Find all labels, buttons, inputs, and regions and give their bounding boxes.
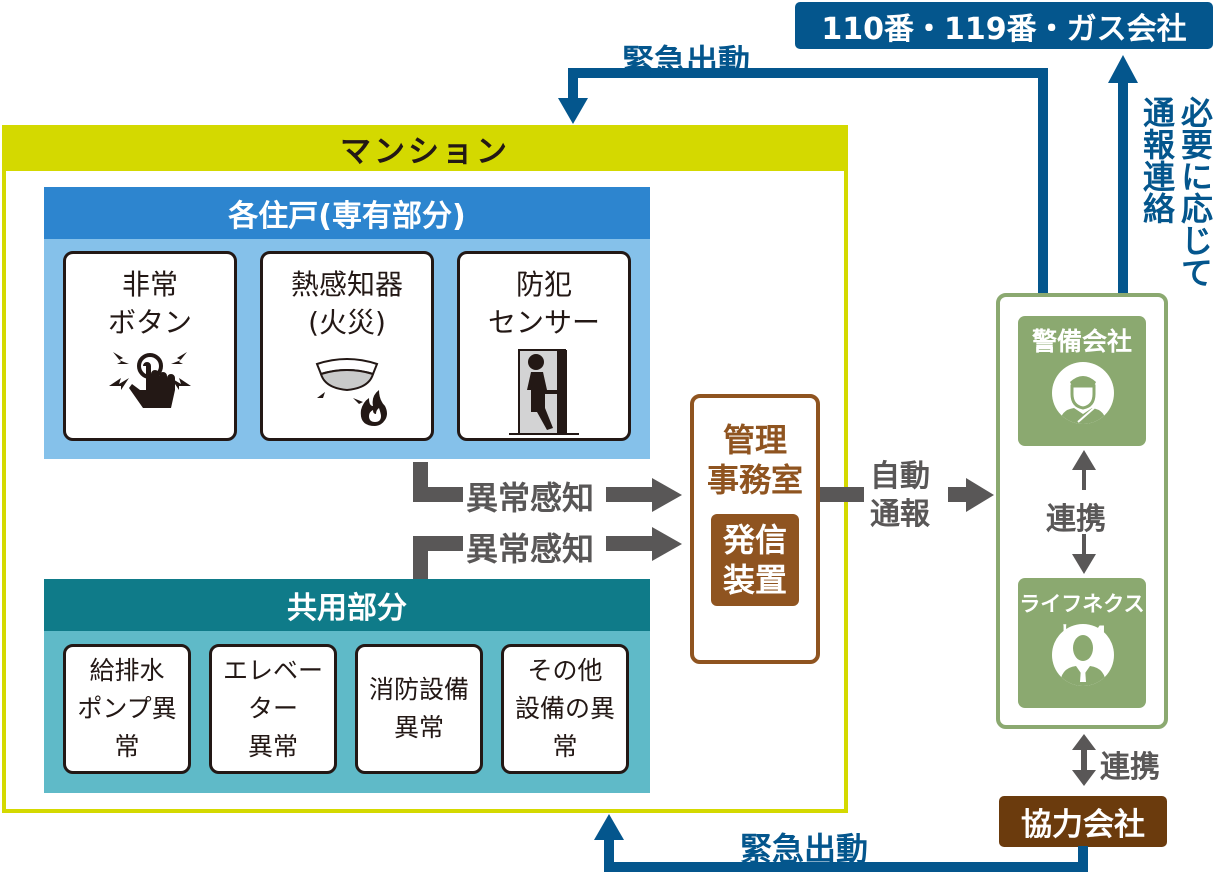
- office-title-line2: 事務室: [706, 461, 803, 499]
- common-item-card: 消防設備異常: [355, 644, 483, 774]
- dispatch-line-top: [568, 68, 1048, 78]
- emergency-services-box: 110番・119番・ガス会社: [795, 2, 1213, 49]
- emergency-dispatch-bottom-label: 緊急出動: [740, 830, 869, 868]
- private-units-title: 各住戸(専有部分): [228, 199, 466, 234]
- arrow-up-icon: [594, 814, 624, 840]
- arrow-right-icon: [652, 527, 682, 561]
- auto-report-shaft-left: [820, 487, 864, 502]
- device-label-line1: 非常: [121, 268, 178, 301]
- device-card-heat-detector: 熱感知器 (火災): [260, 251, 434, 441]
- dispatch-line-vertical-right: [1038, 68, 1048, 294]
- device-line1: 発信: [722, 521, 787, 559]
- arrow-down-icon: [558, 98, 588, 124]
- bidirectional-arrow-icon: [1072, 734, 1096, 786]
- common-item-card: その他設備の異常: [501, 644, 629, 774]
- common-item-line2: ポンプ異常: [77, 694, 177, 761]
- arrow-right-icon: [652, 478, 682, 512]
- emergency-dispatch-top-label: 緊急出動: [622, 42, 751, 80]
- auto-report-shaft-right: [948, 487, 970, 502]
- device-line2: 装置: [722, 561, 787, 599]
- device-card-intrusion-sensor: 防犯 センサー: [457, 251, 631, 441]
- lifenext-card: ライフネクスト24: [1018, 578, 1146, 708]
- common-item-line1: エレベーター: [222, 656, 323, 723]
- private-units-header: 各住戸(専有部分): [44, 187, 650, 239]
- notify-as-needed-label-1: 必要に応じて: [1176, 96, 1214, 288]
- mansion-header: マンション: [2, 125, 848, 171]
- common-item-line1: 消防設備: [368, 675, 469, 704]
- transmitter-device: 発信装置: [711, 514, 799, 606]
- device-label-line2: (火災): [308, 306, 386, 339]
- partner-company-label: 協力会社: [1021, 807, 1145, 843]
- intrusion-sensor-icon: [509, 349, 579, 435]
- bottom-dispatch-vertical-left: [604, 836, 614, 872]
- arrow-up-icon: [1108, 55, 1138, 83]
- heat-detector-icon: [315, 358, 387, 426]
- device-label-line2: ボタン: [107, 306, 192, 339]
- auto-report-label: 自動通報: [870, 459, 930, 532]
- device-label-line2: センサー: [487, 306, 600, 339]
- emergency-services-label: 110番・119番・ガス会社: [821, 11, 1187, 47]
- common-item-line2: 異常: [247, 732, 298, 761]
- bidirectional-arrow-icon: [1072, 450, 1096, 574]
- common-arrow-shaft: [606, 536, 654, 551]
- cooperation-partner-label: 連携: [1100, 750, 1160, 785]
- common-item-line2: 設備の異常: [514, 694, 615, 761]
- common-area-title: 共用部分: [287, 591, 407, 626]
- common-item-line2: 異常: [393, 713, 444, 742]
- mansion-title: マンション: [340, 133, 510, 170]
- notify-line: [1118, 80, 1128, 294]
- anomaly-detect-units-label: 異常感知: [466, 479, 595, 517]
- device-label-line1: 防犯: [515, 268, 572, 301]
- device-label-line1: 熱感知器: [290, 268, 403, 301]
- device-card-emergency-button: 非常 ボタン: [63, 251, 237, 441]
- common-area-header: 共用部分: [44, 579, 650, 631]
- security-company-card: 警備会社: [1018, 316, 1146, 446]
- cooperation-inner-label: 連携: [1046, 502, 1106, 537]
- anomaly-detect-common-label: 異常感知: [466, 530, 595, 568]
- security-company-label: 警備会社: [1031, 327, 1132, 356]
- arrow-right-icon: [966, 478, 994, 512]
- units-arrow-shaft: [606, 487, 654, 502]
- common-connector-horizontal: [413, 536, 463, 551]
- security-guard-icon: [1052, 362, 1114, 424]
- common-item-card: エレベーター異常: [209, 644, 337, 774]
- dispatch-line-vertical-left: [568, 68, 578, 104]
- units-connector-horizontal: [413, 487, 463, 502]
- emergency-button-icon: [109, 352, 191, 408]
- bottom-dispatch-line: [604, 862, 1088, 872]
- partner-company-box: 協力会社: [999, 796, 1167, 847]
- staff-person-icon: [1052, 624, 1114, 686]
- notify-as-needed-label-2: 通報連絡: [1138, 96, 1176, 224]
- bottom-dispatch-vertical-right: [1078, 846, 1088, 870]
- common-item-line1: その他: [527, 656, 603, 685]
- management-office-title: 管理 事務室: [690, 420, 820, 500]
- common-item-card: 給排水ポンプ異常: [63, 644, 191, 774]
- common-item-line1: 給排水: [89, 656, 165, 685]
- office-title-line1: 管理: [722, 421, 787, 459]
